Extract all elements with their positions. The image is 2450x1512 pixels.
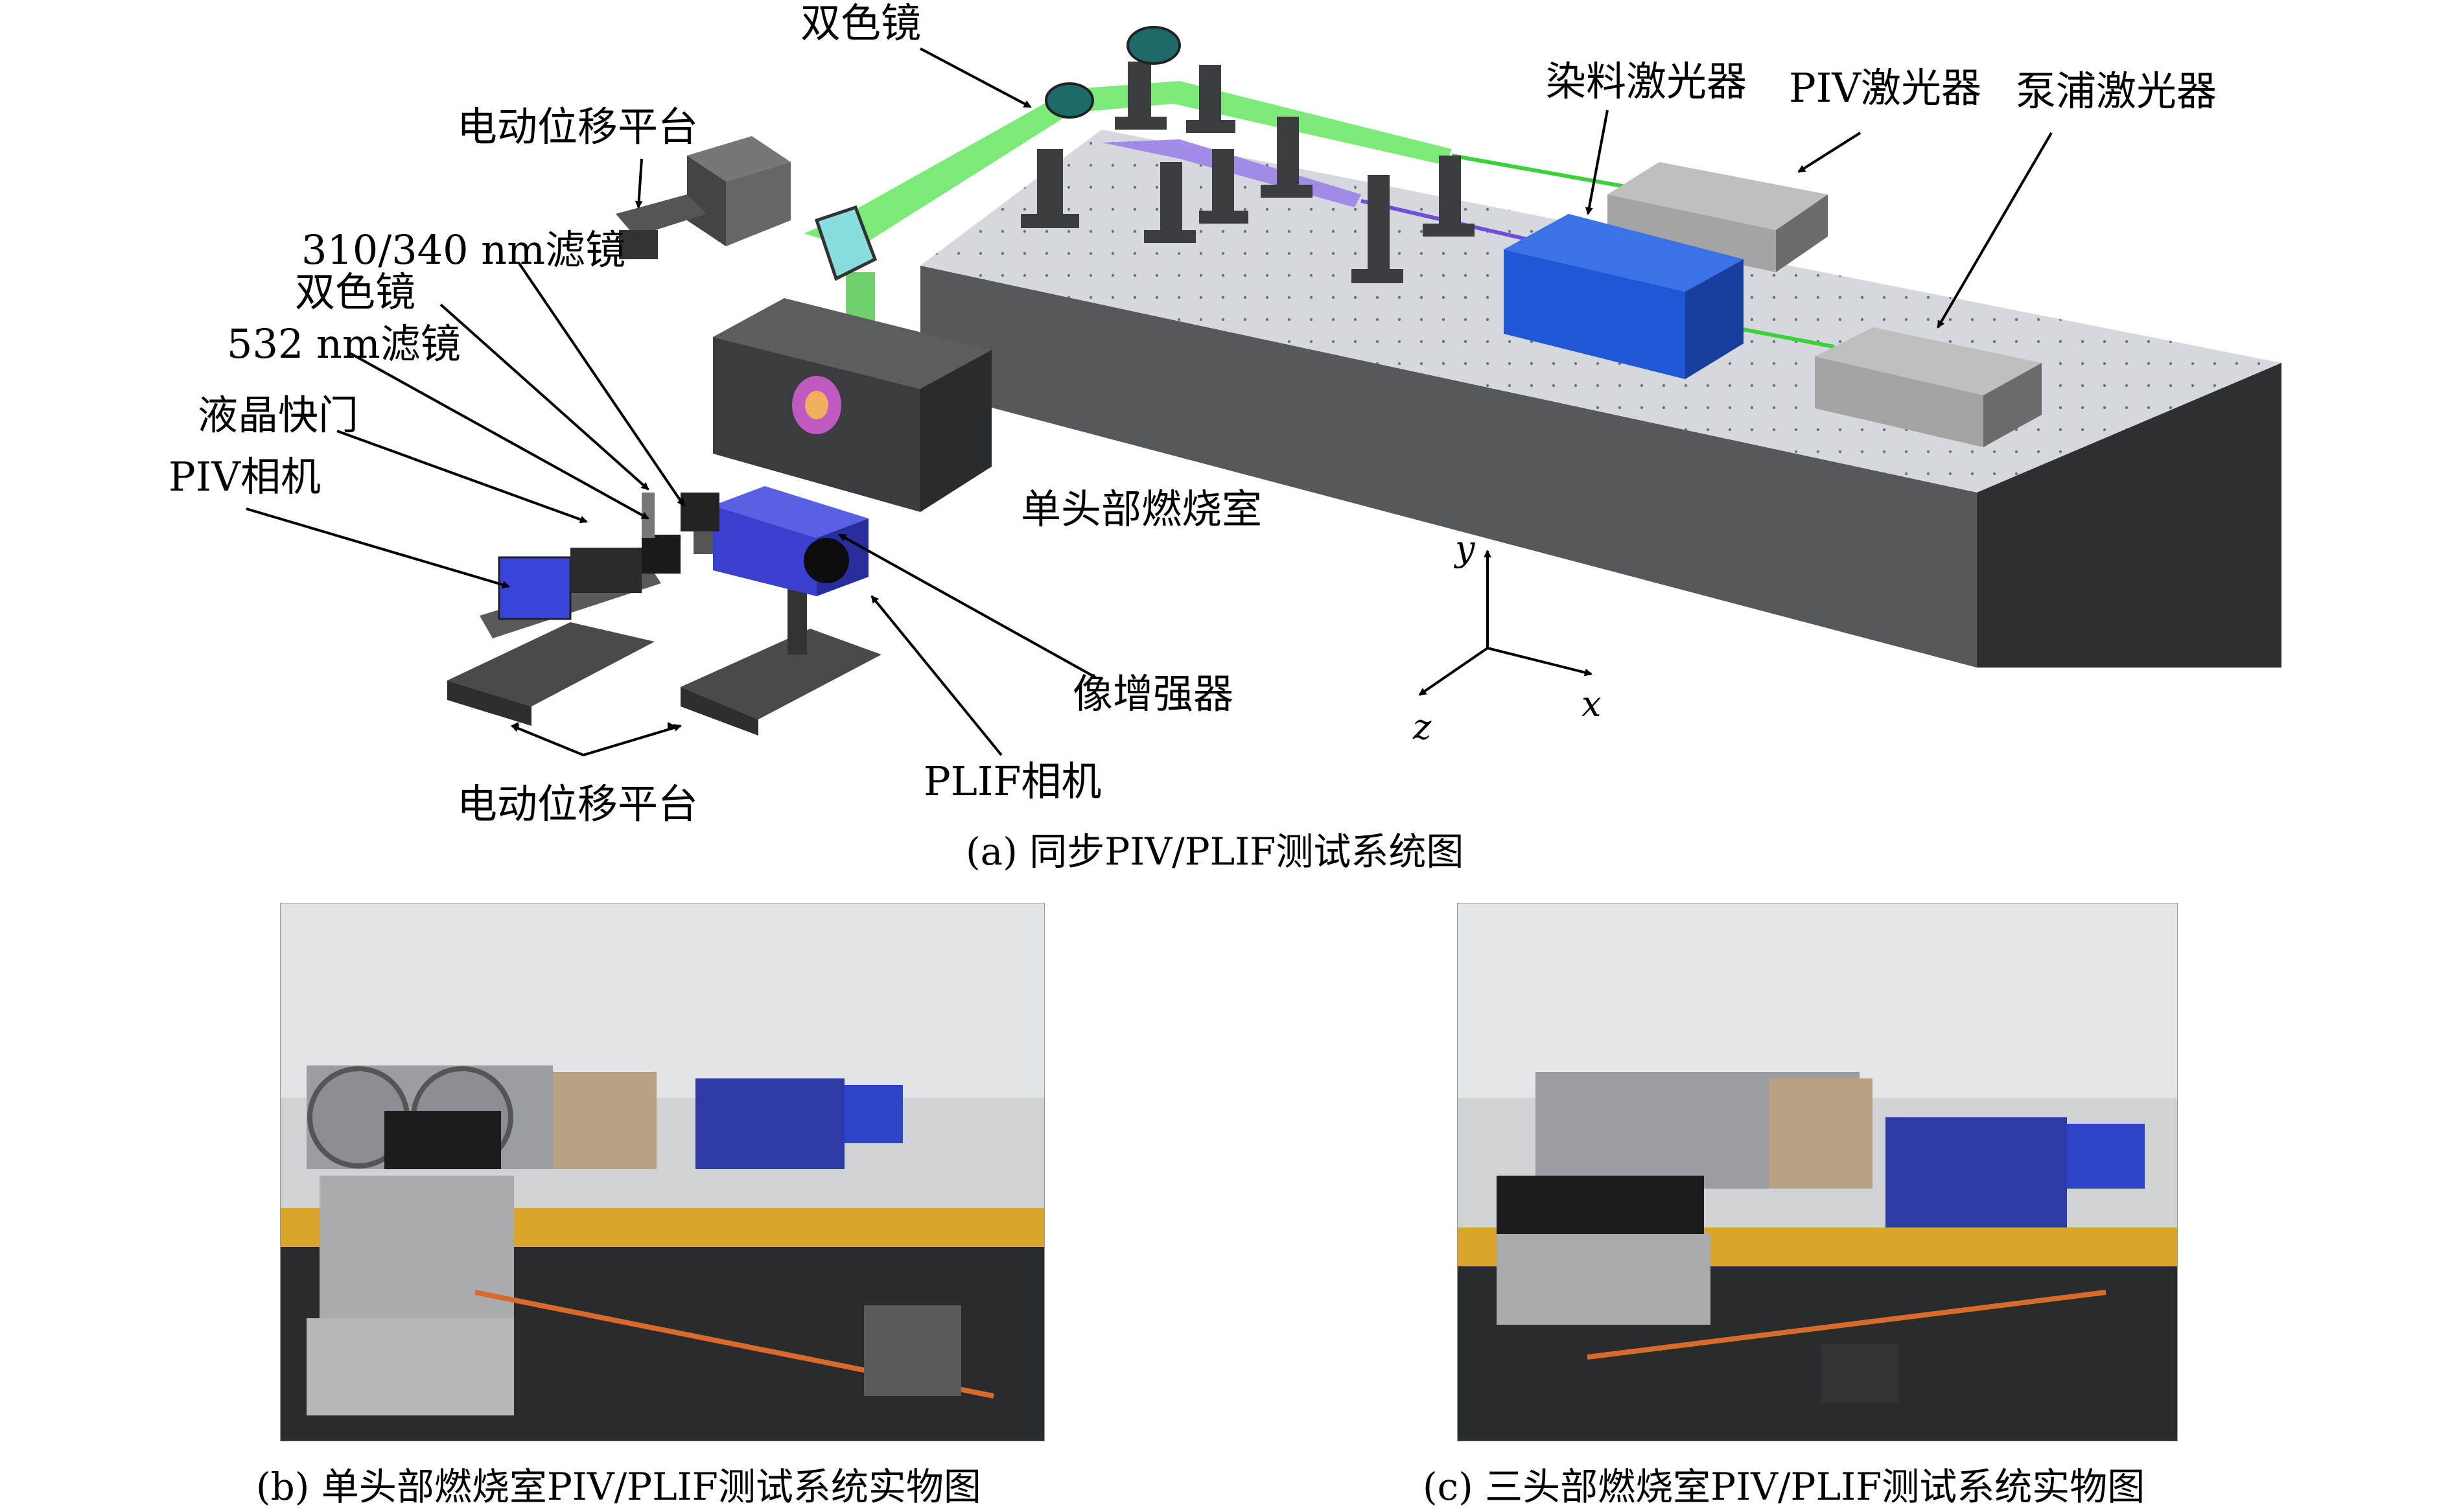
filter-532-label: 532 nm滤镜 [227,320,461,367]
photo-c-illustration [1458,903,2177,1441]
photo-single-head-combustor [280,903,1045,1441]
optical-mounts [1021,62,1475,283]
single-head-combustor [713,298,992,512]
motorized-stage-label-bottom: 电动位移平台 [457,780,699,828]
motorized-stage-label-top: 电动位移平台 [457,103,699,150]
dye-laser-label: 染料激光器 [1546,58,1747,105]
photo-b-illustration [281,903,1044,1441]
piv-camera-assembly [447,493,713,726]
leader-arrows [246,47,2053,757]
system-schematic [246,26,2281,757]
dichroic-mirror-label-left: 双色镜 [295,268,416,316]
caption-a: (a) 同步PIV/PLIF测试系统图 [966,830,1464,874]
lc-shutter-label: 液晶快门 [198,391,359,439]
axis-z-label: z [1413,706,1432,747]
coordinate-axes [1418,550,1592,696]
dichroic-mirror-upper-left [814,205,878,281]
dichroic-mirror-label-top: 双色镜 [800,0,922,47]
filter-310-340-label: 310/340 nm滤镜 [301,226,625,273]
caption-b: (b) 单头部燃烧室PIV/PLIF测试系统实物图 [256,1465,981,1509]
optical-table [920,130,2281,668]
dichroic-mirror-top [1045,26,1181,119]
pump-laser-label: 泵浦激光器 [2016,67,2217,115]
piv-laser [1607,162,1828,272]
combustor-label: 单头部燃烧室 [1021,485,1263,533]
plif-camera-label: PLIF相机 [924,758,1102,805]
caption-c: (c) 三头部燃烧室PIV/PLIF测试系统实物图 [1423,1465,2145,1509]
pump-laser [1815,327,2042,447]
piv-laser-label: PIV激光器 [1789,64,1981,111]
photo-triple-head-combustor [1457,903,2178,1441]
axis-x-label: x [1581,684,1602,725]
motorized-stage-top [616,136,791,259]
axis-y-label: y [1455,528,1475,569]
dye-laser [1504,214,1744,379]
piv-camera-label: PIV相机 [169,453,321,500]
intensifier-label: 像增强器 [1073,670,1234,717]
plif-camera-assembly [681,486,881,736]
